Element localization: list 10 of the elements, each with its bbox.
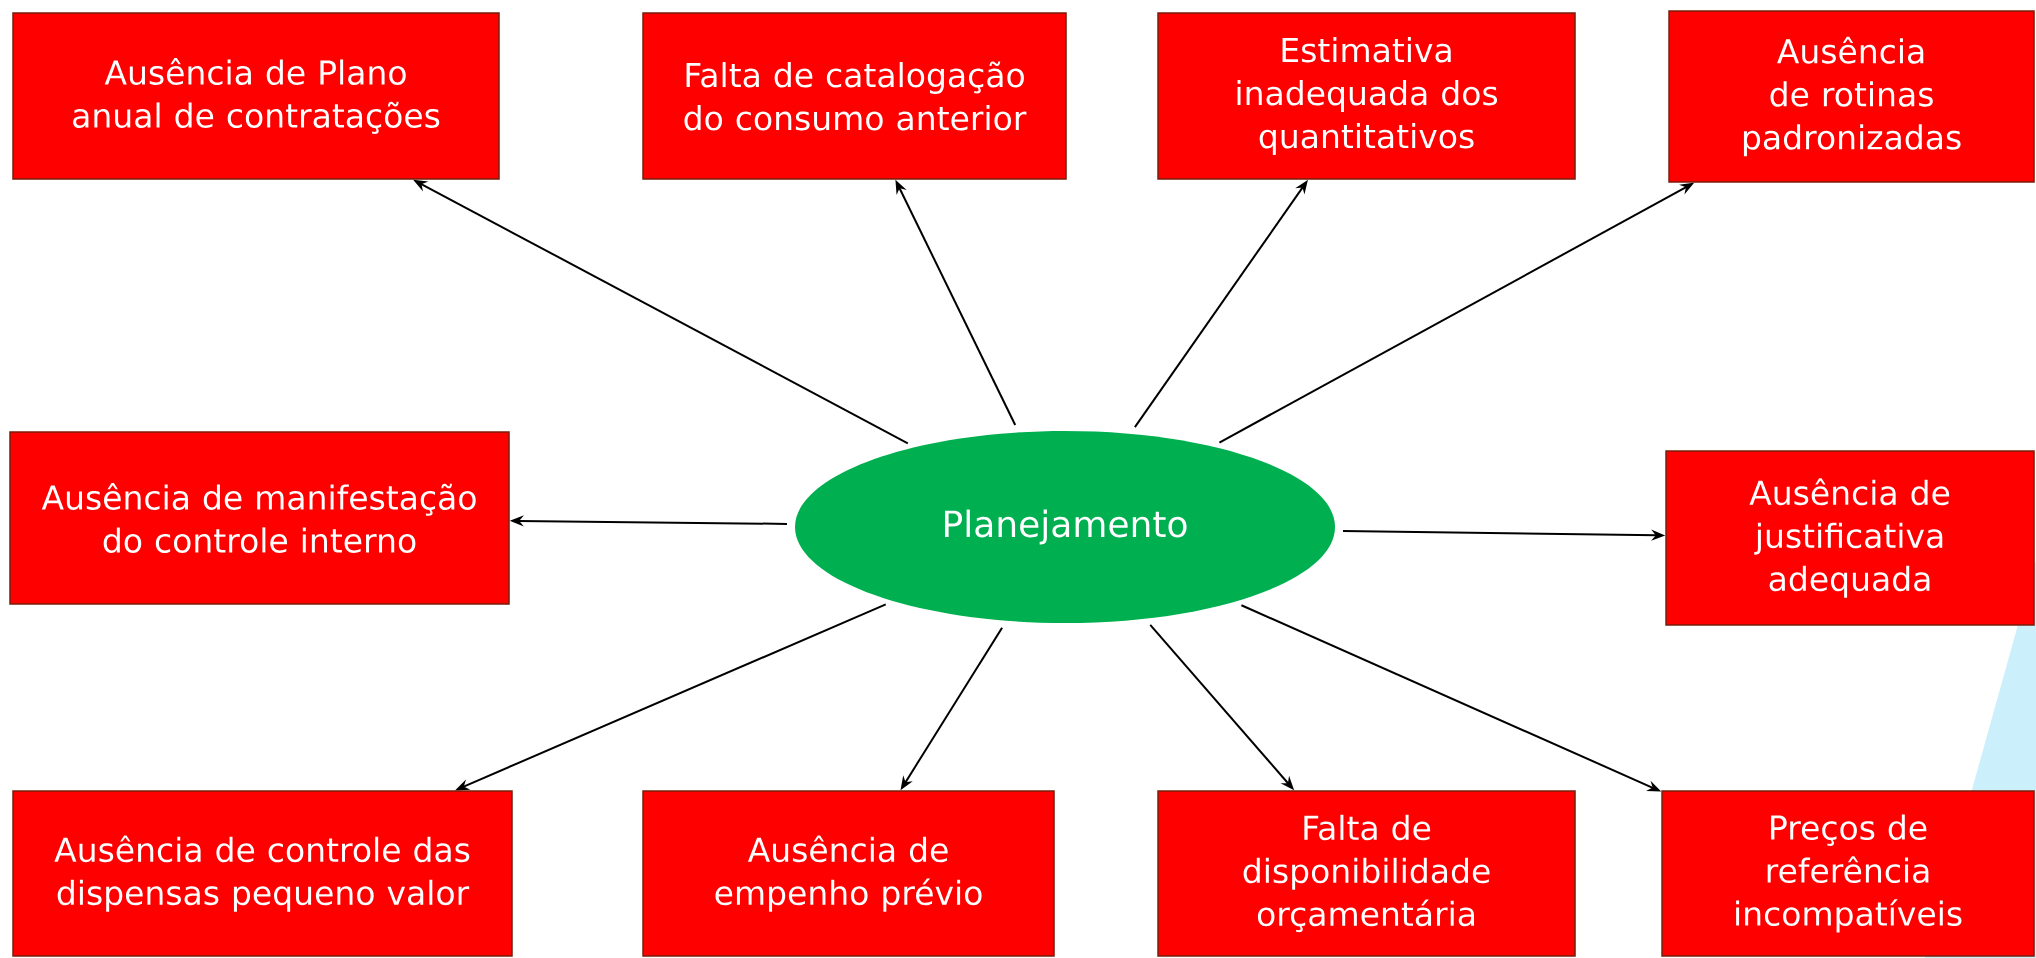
cause-box: Ausência de Plano anual de contratações <box>12 12 500 180</box>
cause-box: Falta de disponibilidade orçamentária <box>1157 790 1576 957</box>
cause-box: Ausência de rotinas padronizadas <box>1668 10 2035 183</box>
cause-box: Ausência de empenho prévio <box>642 790 1055 957</box>
cause-box: Preços de referência incompatíveis <box>1661 790 2035 957</box>
cause-box: Ausência de justificativa adequada <box>1665 450 2035 626</box>
cause-box: Ausência de controle das dispensas pequeno valor <box>12 790 513 957</box>
cause-box: Ausência de manifestação do controle interno <box>9 431 510 605</box>
cause-box: Estimativa inadequada dos quantitativos <box>1157 12 1576 180</box>
cause-box: Falta de catalogação do consumo anterior <box>642 12 1067 180</box>
